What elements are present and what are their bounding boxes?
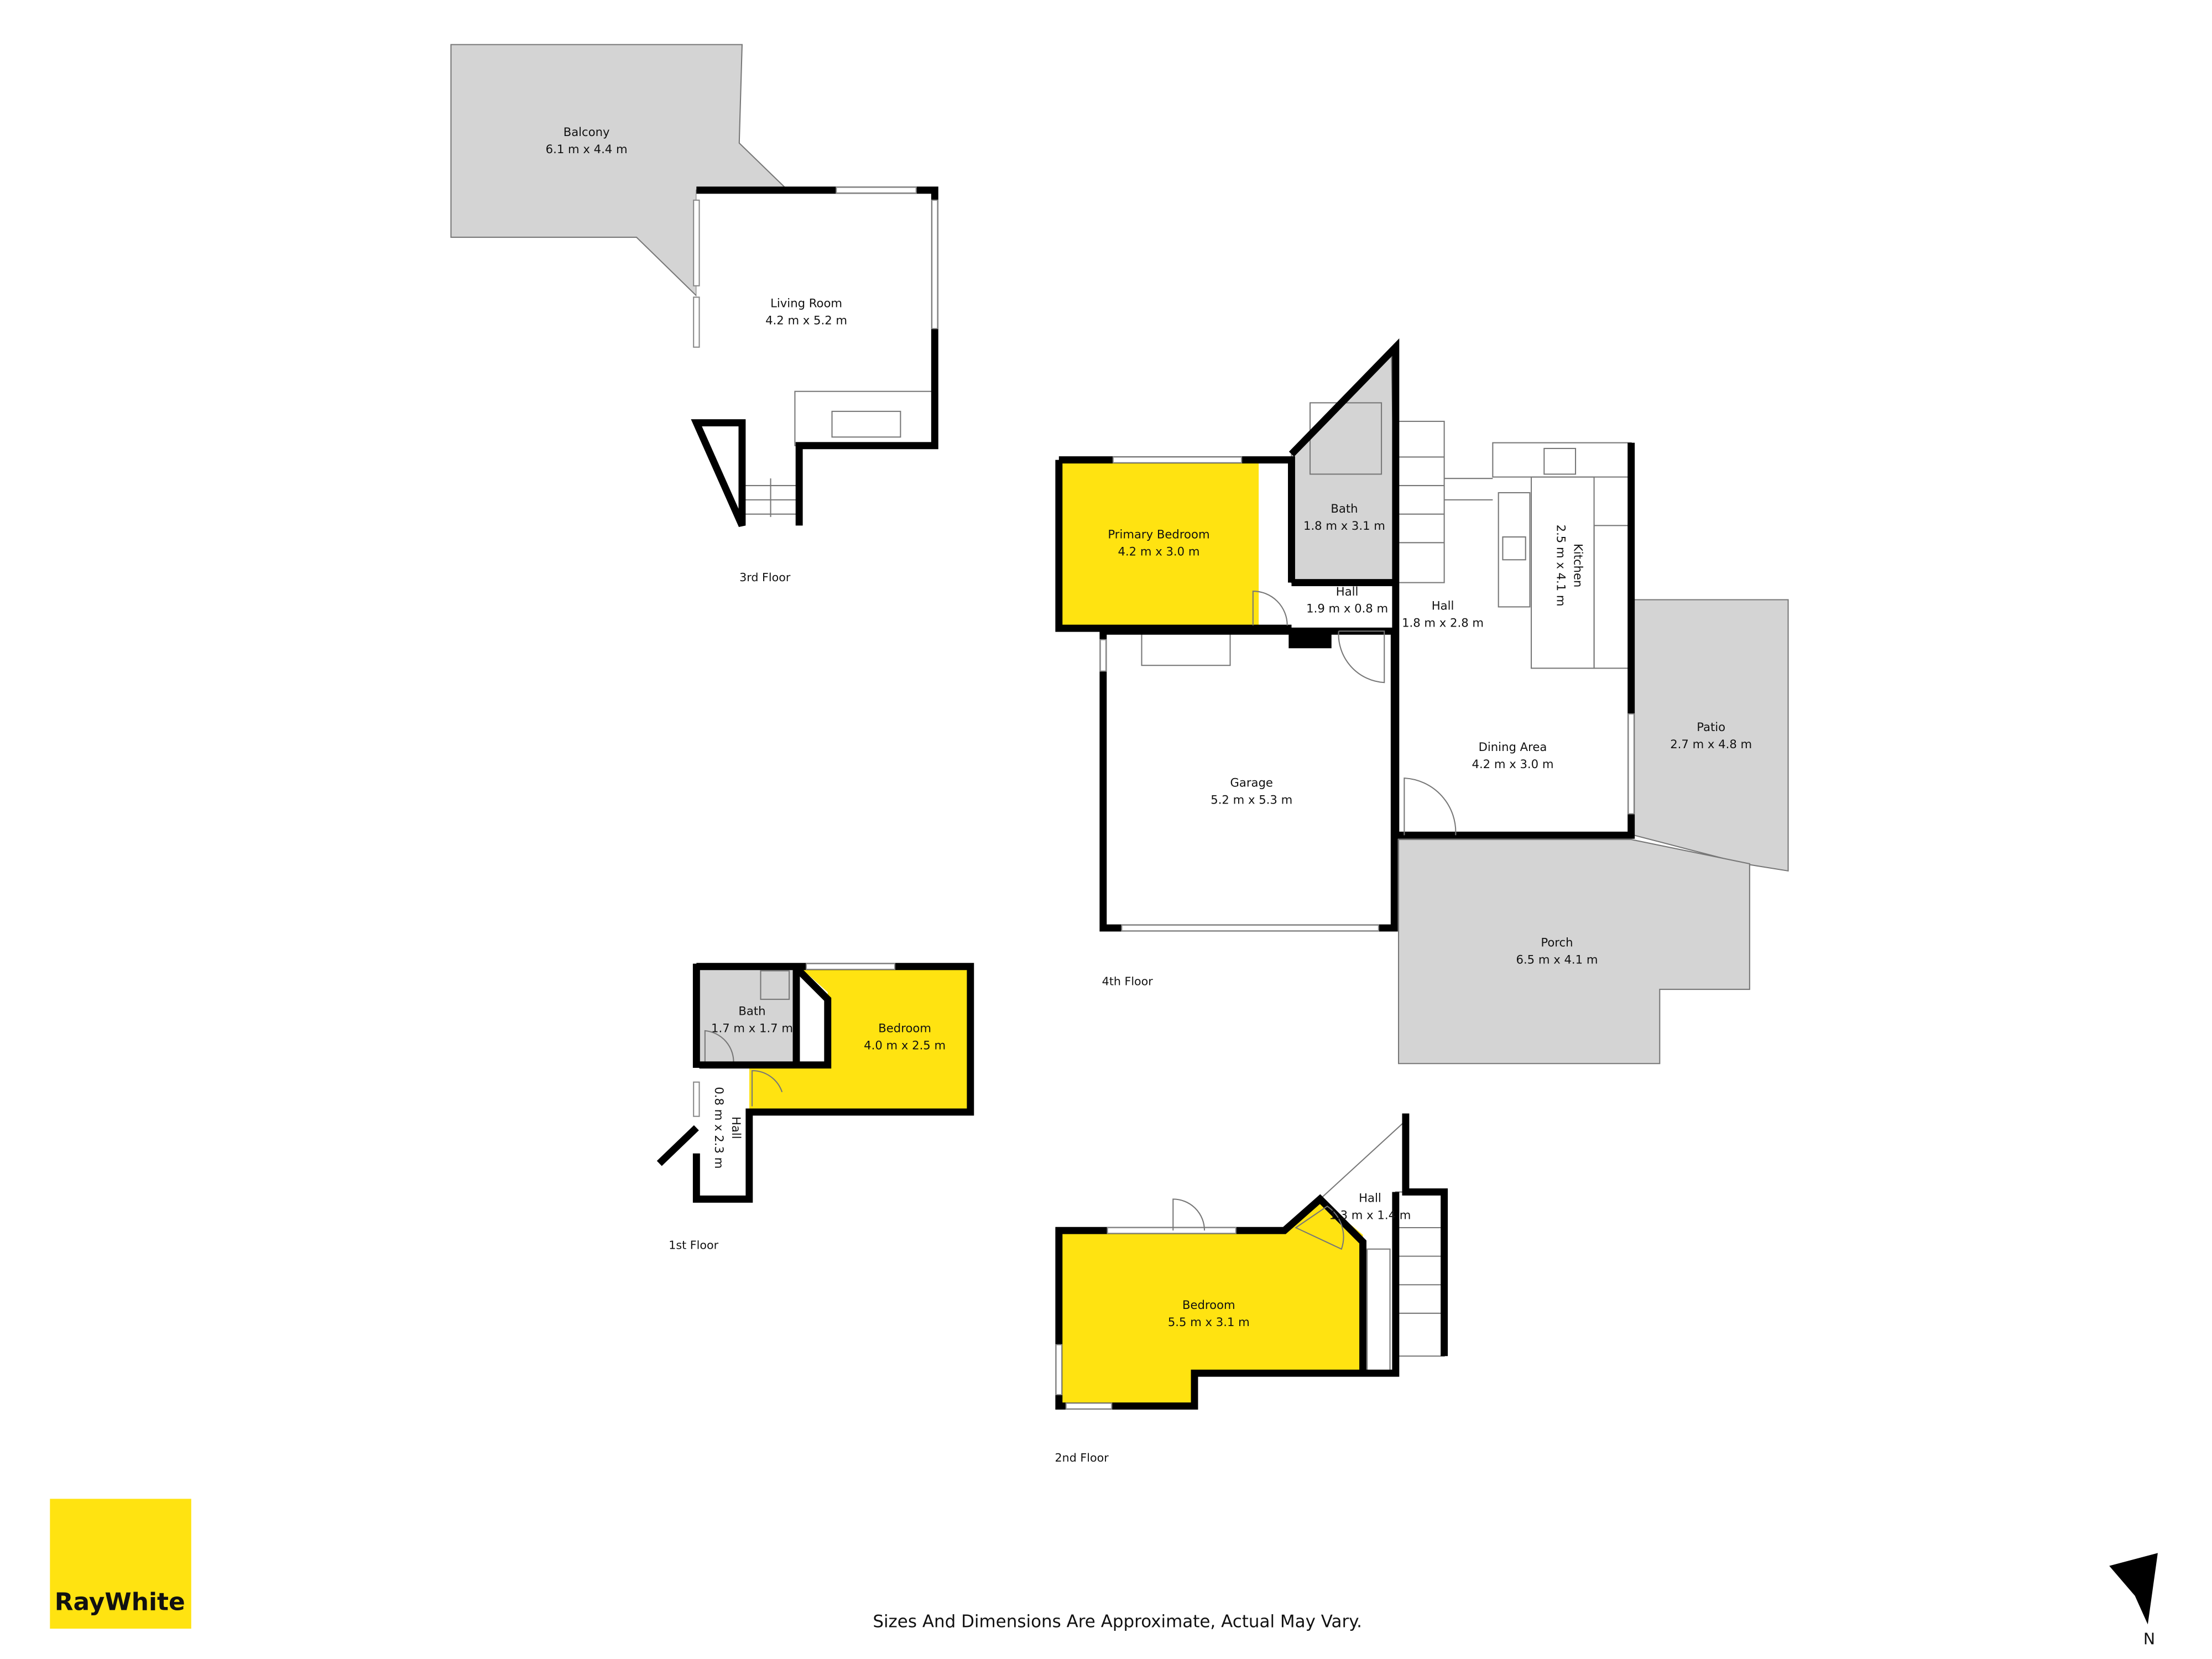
room-name: Hall bbox=[729, 1117, 743, 1139]
room-name: Bath bbox=[738, 1004, 765, 1018]
room-size: 1.3 m x 1.4 m bbox=[1329, 1208, 1411, 1222]
door-icon bbox=[1172, 1198, 1206, 1231]
room-size: 1.7 m x 1.7 m bbox=[711, 1021, 793, 1035]
bath-area bbox=[698, 966, 794, 1065]
bedroom-area bbox=[1058, 1199, 1363, 1406]
sink-icon bbox=[1502, 536, 1526, 561]
room-size: 1.9 m x 0.8 m bbox=[1306, 602, 1388, 615]
disclaimer: Sizes And Dimensions Are Approximate, Ac… bbox=[873, 1612, 1362, 1632]
third-floor: Balcony 6.1 m x 4.4 m Living Room 4.2 m … bbox=[450, 44, 938, 584]
room-name: Bath bbox=[1331, 502, 1358, 515]
room-size: 5.2 m x 5.3 m bbox=[1211, 793, 1292, 807]
room-name: Patio bbox=[1697, 720, 1725, 734]
room-size: 2.7 m x 4.8 m bbox=[1670, 737, 1752, 751]
room-name: Bedroom bbox=[1182, 1298, 1235, 1312]
room-name: Living Room bbox=[770, 296, 842, 310]
room-size: 0.8 m x 2.3 m bbox=[712, 1087, 726, 1168]
door-icon bbox=[1404, 778, 1457, 836]
room-name: Kitchen bbox=[1571, 544, 1585, 588]
bath-area bbox=[1291, 348, 1396, 583]
floor-label: 3rd Floor bbox=[739, 571, 791, 584]
stairs-icon bbox=[1395, 420, 1493, 583]
patio-area bbox=[1633, 599, 1789, 872]
fourth-floor-walls bbox=[1055, 338, 1635, 932]
logo-text: RayWhite bbox=[55, 1588, 185, 1616]
first-floor: Bath 1.7 m x 1.7 m Bedroom 4.0 m x 2.5 m… bbox=[656, 963, 974, 1252]
door-icon bbox=[1252, 590, 1288, 625]
first-floor-walls bbox=[692, 963, 974, 1203]
room-name: Dining Area bbox=[1479, 740, 1547, 754]
bedroom-area bbox=[749, 966, 968, 1109]
fireplace-icon bbox=[831, 410, 901, 438]
room-name: Balcony bbox=[564, 125, 610, 139]
cooktop-icon bbox=[1543, 447, 1577, 475]
room-size: 4.0 m x 2.5 m bbox=[864, 1038, 946, 1052]
room-name: Bedroom bbox=[878, 1021, 931, 1035]
room-name: Hall bbox=[1432, 599, 1454, 613]
laundry-counter bbox=[1141, 633, 1231, 666]
room-size: 1.8 m x 2.8 m bbox=[1402, 616, 1484, 630]
sink-icon bbox=[760, 970, 790, 1000]
door-icon bbox=[704, 1030, 734, 1064]
room-name: Porch bbox=[1541, 936, 1573, 950]
door-icon bbox=[1338, 630, 1385, 684]
room-size: 4.2 m x 3.0 m bbox=[1472, 757, 1554, 771]
north-arrow-icon: N bbox=[2109, 1553, 2158, 1648]
room-size: 6.1 m x 4.4 m bbox=[546, 142, 628, 156]
floor-label: 4th Floor bbox=[1102, 974, 1154, 988]
room-size: 1.8 m x 3.1 m bbox=[1303, 519, 1385, 533]
floor-label: 1st Floor bbox=[669, 1239, 718, 1252]
room-name: Hall bbox=[1359, 1191, 1381, 1205]
stairs-icon bbox=[742, 478, 800, 517]
room-name: Primary Bedroom bbox=[1108, 528, 1209, 541]
room-size: 4.2 m x 3.0 m bbox=[1118, 545, 1200, 559]
porch-area bbox=[1398, 839, 1750, 1065]
room-size: 6.5 m x 4.1 m bbox=[1516, 953, 1598, 967]
door-icon bbox=[751, 1070, 783, 1107]
raywhite-logo: RayWhite bbox=[50, 1499, 191, 1629]
floor-label: 2nd Floor bbox=[1055, 1451, 1109, 1464]
room-name: Garage bbox=[1230, 776, 1272, 790]
room-size: 2.5 m x 4.1 m bbox=[1554, 525, 1568, 607]
door-icon bbox=[1295, 1206, 1344, 1250]
second-floor: Bedroom 5.5 m x 3.1 m Hall 1.3 m x 1.4 m… bbox=[1055, 1113, 1448, 1464]
north-label: N bbox=[2143, 1630, 2155, 1648]
room-name: Hall bbox=[1336, 585, 1359, 598]
primary-bedroom-area bbox=[1058, 460, 1259, 629]
room-size: 5.5 m x 3.1 m bbox=[1168, 1315, 1250, 1329]
fourth-floor: Primary Bedroom 4.2 m x 3.0 m Bath 1.8 m… bbox=[1055, 338, 1789, 1065]
room-size: 4.2 m x 5.2 m bbox=[765, 313, 847, 327]
